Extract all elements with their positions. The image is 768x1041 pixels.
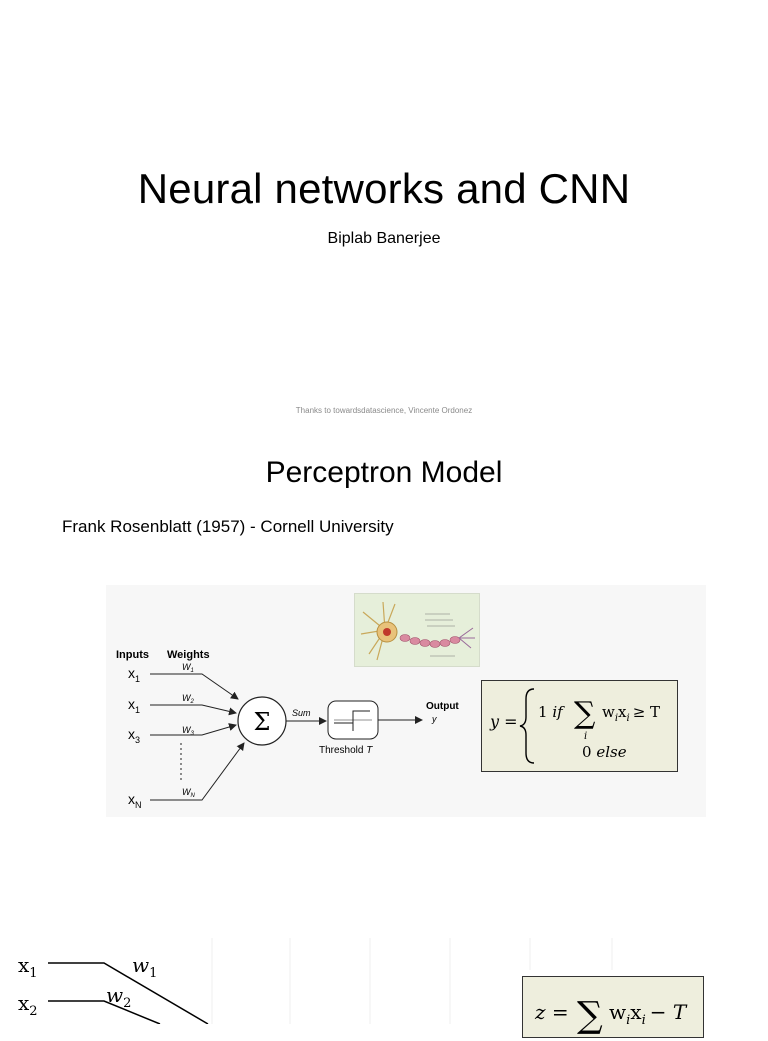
perceptron-formula: y = 1 if ∑ i wixi≥ T 0 else [481, 680, 678, 772]
perceptron-diagram: Inputs Weights x1 x1 x3 xN W1 W2 W3 WN Σ… [106, 585, 706, 817]
output-label: Output [426, 701, 459, 712]
perceptron-subtitle: Frank Rosenblatt (1957) - Cornell Univer… [62, 517, 394, 536]
sigma-icon: Σ [254, 708, 271, 736]
weight-label: W2 [182, 693, 195, 705]
formula-lhs: y = [489, 712, 518, 731]
neuron-illustration [354, 593, 480, 667]
input-label: x3 [128, 726, 140, 745]
slide-3-partial: x1 x2 w1 w2 z = ∑ wixi− T [0, 930, 768, 1038]
case1: 1 if [538, 703, 565, 721]
weight-label: w2 [106, 983, 131, 1011]
inputs-header: Inputs [116, 649, 149, 661]
sum-index: i [584, 731, 587, 742]
case1-term: wixi≥ T [602, 703, 660, 724]
brace-icon [519, 688, 535, 764]
input-label: x1 [18, 953, 38, 981]
input-label: x1 [128, 696, 140, 715]
weighted-sum-formula: z = ∑ wixi− T [522, 976, 704, 1038]
credit-note: Thanks to towardsdatascience, Vincente O… [295, 406, 473, 415]
summation-icon: ∑ [577, 995, 603, 1036]
neuron-icon [360, 601, 475, 661]
author-name: Biplab Banerjee [327, 230, 441, 247]
perceptron-title: Perceptron Model [265, 456, 503, 489]
output-var: y [431, 714, 437, 724]
perceptron-schematic: Inputs Weights x1 x1 x3 xN W1 W2 W3 WN Σ… [116, 649, 459, 810]
step-function-icon [334, 710, 370, 731]
input-label: xN [128, 791, 142, 810]
case2: 0 else [582, 743, 627, 761]
threshold-label: Threshold T [319, 745, 373, 756]
weight-label: W1 [182, 662, 194, 674]
sum-label: Sum [292, 708, 311, 718]
formula-lhs: z = [534, 1000, 569, 1024]
formula-term: wixi− T [609, 1000, 688, 1028]
summation-icon: ∑ [574, 696, 596, 731]
weight-label: W3 [182, 725, 195, 737]
weight-label: WN [182, 787, 196, 799]
input-label: x2 [18, 991, 38, 1019]
slide-title: Neural networks and CNN [137, 165, 631, 212]
input-label: x1 [128, 665, 140, 684]
weight-label: w1 [132, 953, 157, 981]
weights-header: Weights [167, 649, 210, 661]
